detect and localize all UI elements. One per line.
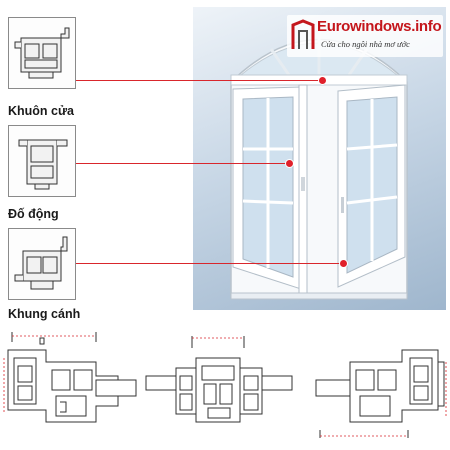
sash-profile-section-drawing (14, 236, 68, 290)
frame-callout-dot (318, 76, 327, 85)
sash-leader-line (76, 263, 343, 264)
frame-profile-section-drawing (14, 27, 70, 79)
middle-section-drawing (145, 336, 293, 423)
sash-profile-label: Khung cánh (8, 307, 81, 321)
mullion-profile-section-drawing (18, 139, 68, 190)
mullion-profile-thumbnail (8, 125, 76, 197)
frame-leader-line (76, 80, 322, 81)
brand-tagline: Cửa cho ngôi nhà mơ ước (321, 39, 410, 49)
dimension-lines (3, 335, 447, 437)
mullion-leader-line (76, 163, 289, 164)
brand-watermark: Eurowindows.info Cửa cho ngôi nhà mơ ước (287, 15, 443, 57)
brand-name: Eurowindows.info (317, 18, 442, 35)
right-section-drawing (315, 349, 445, 438)
frame-profile-thumbnail (8, 17, 76, 89)
cross-section-drawings (0, 318, 450, 450)
sash-profile-thumbnail (8, 228, 76, 300)
frame-profile-label: Khuôn cửa (8, 104, 74, 118)
mullion-callout-dot (285, 159, 294, 168)
sash-callout-dot (339, 259, 348, 268)
profile-cross-section-drawing (3, 332, 447, 438)
left-section-drawing (7, 332, 137, 423)
brand-logo-icon (291, 19, 315, 49)
mullion-profile-label: Đố động (8, 207, 59, 221)
window-photo (193, 7, 446, 310)
